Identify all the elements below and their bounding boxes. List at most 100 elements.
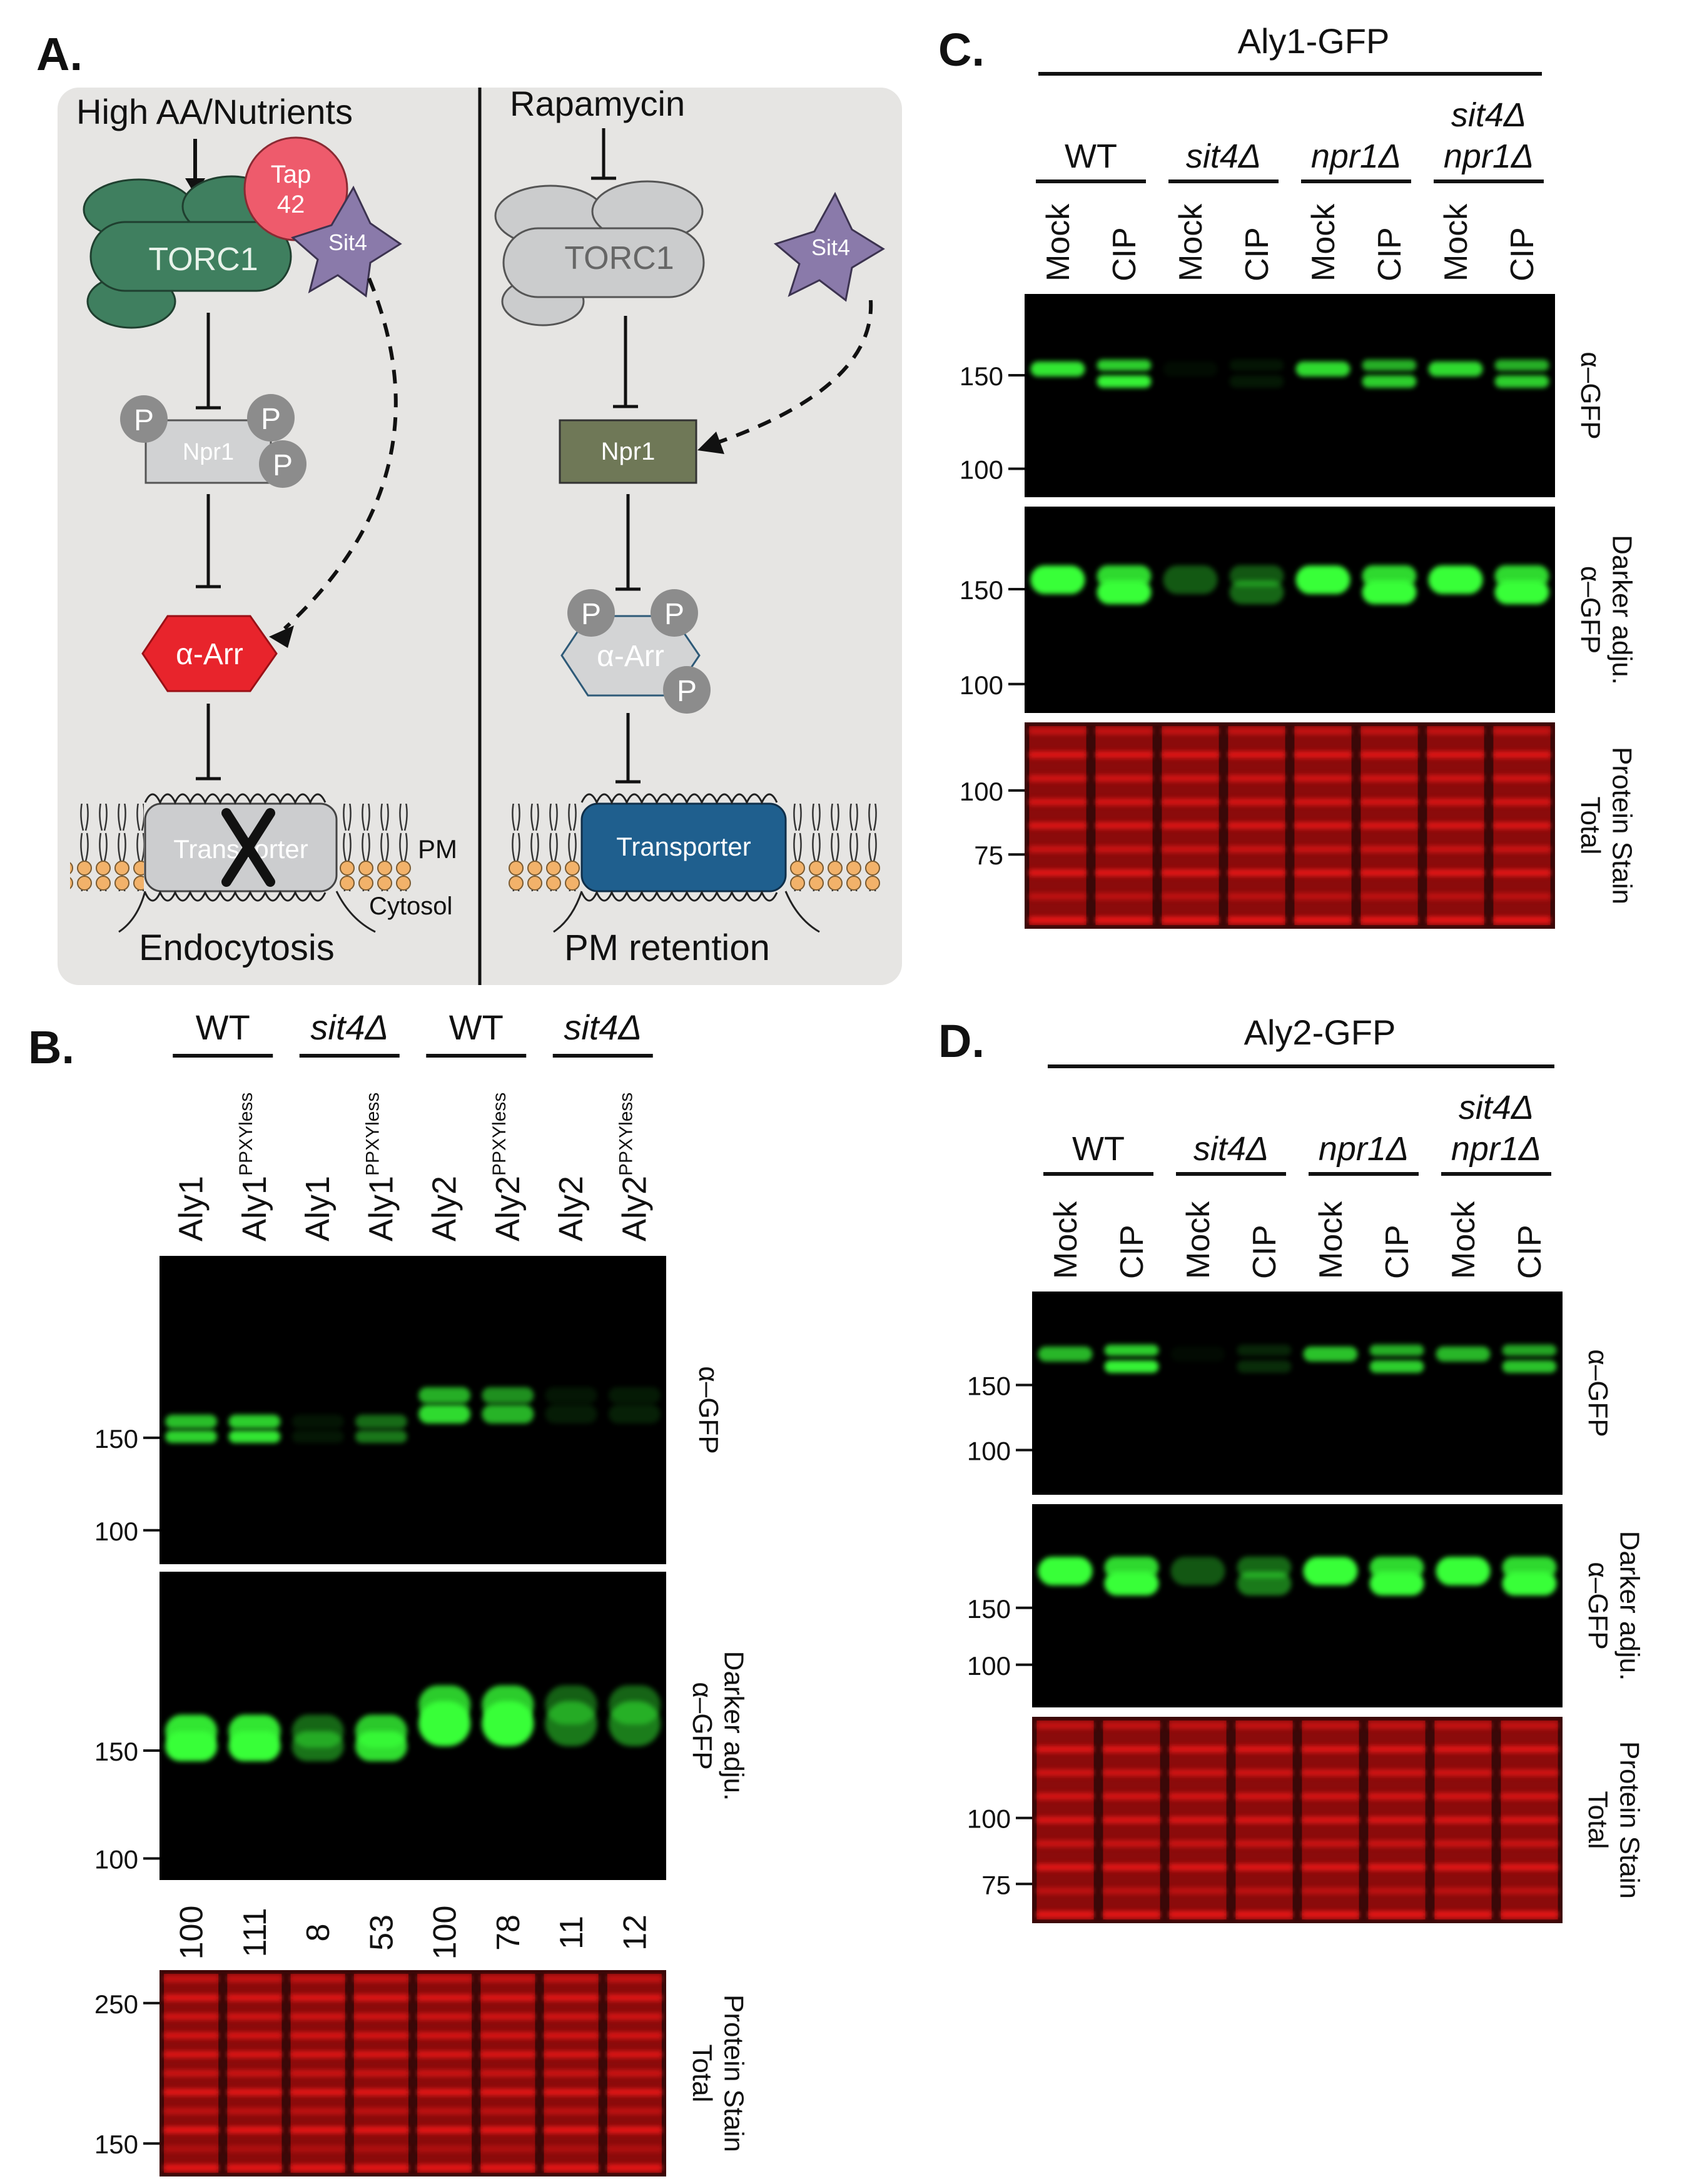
marker-label: 150 [960,361,1003,391]
stain-band [1427,751,1484,758]
stain-band [1095,728,1153,734]
stain-band [1103,1840,1160,1847]
blot-background [1025,507,1555,713]
lane-label: CIP [1512,1225,1548,1279]
stain-band [544,2013,599,2020]
stain-band [290,2089,345,2096]
stain-band [544,2145,599,2152]
stain-band [1294,846,1352,852]
quant-value: 53 [363,1914,400,1951]
alpha-arrestin-phosphorylated: α-Arr P P P [560,589,711,714]
stain-band [290,1994,345,2001]
npr1-phosphorylated: Npr1 P P P [120,394,307,488]
stain-band [607,2013,662,2020]
stain-band [417,2070,472,2076]
stain-band [1368,1911,1426,1918]
group-label: sit4Δ [1459,1089,1534,1126]
stain-band [227,2126,282,2133]
cytosol-label: Cytosol [369,892,452,920]
protein-band [545,1405,597,1423]
stain-band [607,2051,662,2058]
stain-band [1036,1769,1094,1776]
marker-label: 75 [974,841,1003,870]
protein-band [1362,375,1417,388]
stain-band [1169,1911,1227,1918]
stain-band [1360,846,1418,852]
sit4-star-right: Sit4 [773,191,885,302]
blot-side-label: Darker adju. [1614,1531,1645,1681]
arr-label-left: α-Arr [176,638,243,671]
lane-label: CIP [1114,1225,1150,1279]
stain-band [227,1994,282,2001]
panel-a-label: A. [36,28,83,80]
marker-label: 100 [967,1651,1011,1681]
stain-band [1501,1793,1558,1800]
panel-c-title: Aly1-GFP [1238,21,1390,61]
protein-band [1295,565,1350,594]
lane-label: Mock [1173,203,1209,281]
stain-band [480,2013,535,2020]
stain-band [1434,1793,1492,1800]
sit4-dashed-arrow-left [283,277,398,630]
protein-band [1303,1347,1358,1362]
group-label: sit4Δ [310,1008,388,1047]
stain-band [290,2032,345,2039]
stain-band [164,2089,219,2096]
phospho-p: P [273,449,293,482]
protein-band [608,1387,661,1403]
protein-band [1369,1572,1424,1595]
quant-value: 11 [554,1916,590,1949]
phospho-p: P [581,598,601,631]
stain-band [607,1976,662,1982]
lane-label-superscript: PPXYless [236,1093,256,1176]
lane-label-superscript: PPXYless [616,1093,636,1176]
lane-label: Aly2 [426,1176,464,1241]
stain-band [227,2013,282,2020]
stain-band [227,2032,282,2039]
stain-band [1501,1769,1558,1776]
group-label: WT [1072,1130,1125,1168]
blot-side-label: α–GFP [693,1366,724,1453]
stain-band [417,2126,472,2133]
stain-band [544,2051,599,2058]
protein-band [1295,361,1350,377]
panel-a: A. High AA/Nutrients TORC1 Tap 42 Sit [36,28,902,985]
blot-background [1025,294,1555,497]
stain-band [1302,1864,1359,1871]
stain-band [353,2051,408,2058]
stain-band [1029,846,1087,852]
blot-side-label: α–GFP [1583,1349,1613,1437]
lane-label: Mock [1040,203,1077,281]
blot-side-label: Protein Stain [1607,747,1638,904]
group-label: WT [449,1008,504,1047]
lane-label: Mock [1048,1201,1084,1279]
stain-band [1029,751,1087,758]
protein-band [1502,1360,1557,1373]
stain-band [1228,751,1285,758]
outcome-pm-retention: PM retention [564,928,770,968]
stain-band [1302,1722,1359,1729]
lane-label: CIP [1504,227,1541,281]
stain-band [1029,822,1087,829]
stain-band [1036,1722,1094,1729]
group-label: npr1Δ [1451,1130,1541,1168]
stain-band [1493,751,1551,758]
stain-band [290,2013,345,2020]
protein-band [1229,375,1284,388]
npr1-label-left: Npr1 [183,439,234,465]
stain-band [290,2108,345,2115]
blot-side-label: α–GFP [1575,566,1606,654]
protein-band [1104,1345,1159,1356]
stain-band [164,2032,219,2039]
stain-band [164,2108,219,2115]
stain-band [1360,822,1418,829]
protein-band [1097,580,1152,604]
lane-label-superscript: PPXYless [362,1093,383,1176]
protein-band [1229,580,1284,604]
stain-band [1493,822,1551,829]
stain-band [1169,1746,1227,1752]
stain-band [1235,1864,1293,1871]
